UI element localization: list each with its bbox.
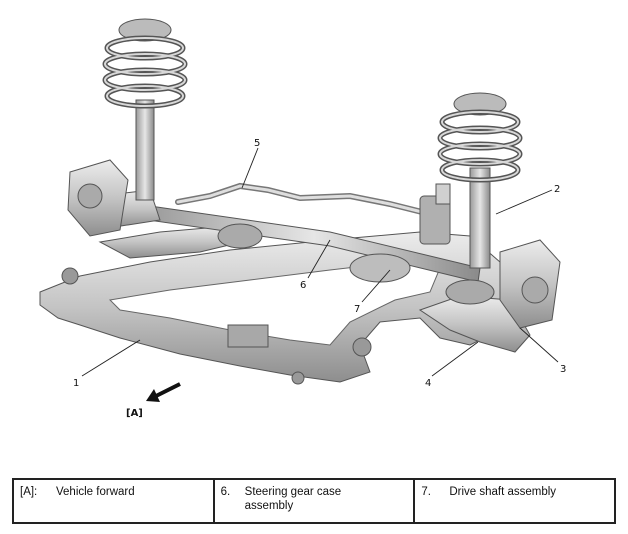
legend-row: [A]: Vehicle forward 6. Steering gear case… (12, 478, 616, 524)
legend-cell-steering-gear: 6. Steering gear case assembly (212, 478, 416, 524)
callout-1: 1 (73, 378, 79, 389)
steering-joint (419, 183, 451, 245)
left-strut (67, 18, 188, 237)
direction-label: [A] (126, 408, 143, 419)
forward-arrow-icon (146, 382, 181, 402)
right-strut (437, 92, 561, 329)
legend-num: [A]: (20, 486, 38, 498)
stabilizer-bar (175, 182, 433, 217)
callout-2: 2 (554, 184, 560, 195)
callout-4: 4 (425, 378, 431, 389)
legend-num: 6. (220, 486, 231, 498)
legend-label: Vehicle forward (56, 486, 135, 498)
legend-table: [A]: Vehicle forward 6. Steering gear case… (12, 478, 616, 524)
callout-7: 7 (354, 304, 360, 315)
legend-label: Steering gear case assembly (244, 486, 342, 512)
suspension-diagram: [A] 1 2 3 4 5 6 7 (39, 18, 566, 419)
callout-leaders (81, 147, 559, 377)
callout-5: 5 (254, 138, 260, 149)
callout-3: 3 (560, 364, 566, 375)
legend-cell-drive-shaft: 7. Drive shaft assembly (413, 478, 616, 524)
legend-label: Drive shaft assembly (449, 486, 557, 498)
legend-num: 7. (421, 486, 431, 498)
legend-cell-forward: [A]: Vehicle forward (12, 478, 215, 524)
steering-rack (99, 189, 495, 305)
callout-6: 6 (300, 280, 306, 291)
